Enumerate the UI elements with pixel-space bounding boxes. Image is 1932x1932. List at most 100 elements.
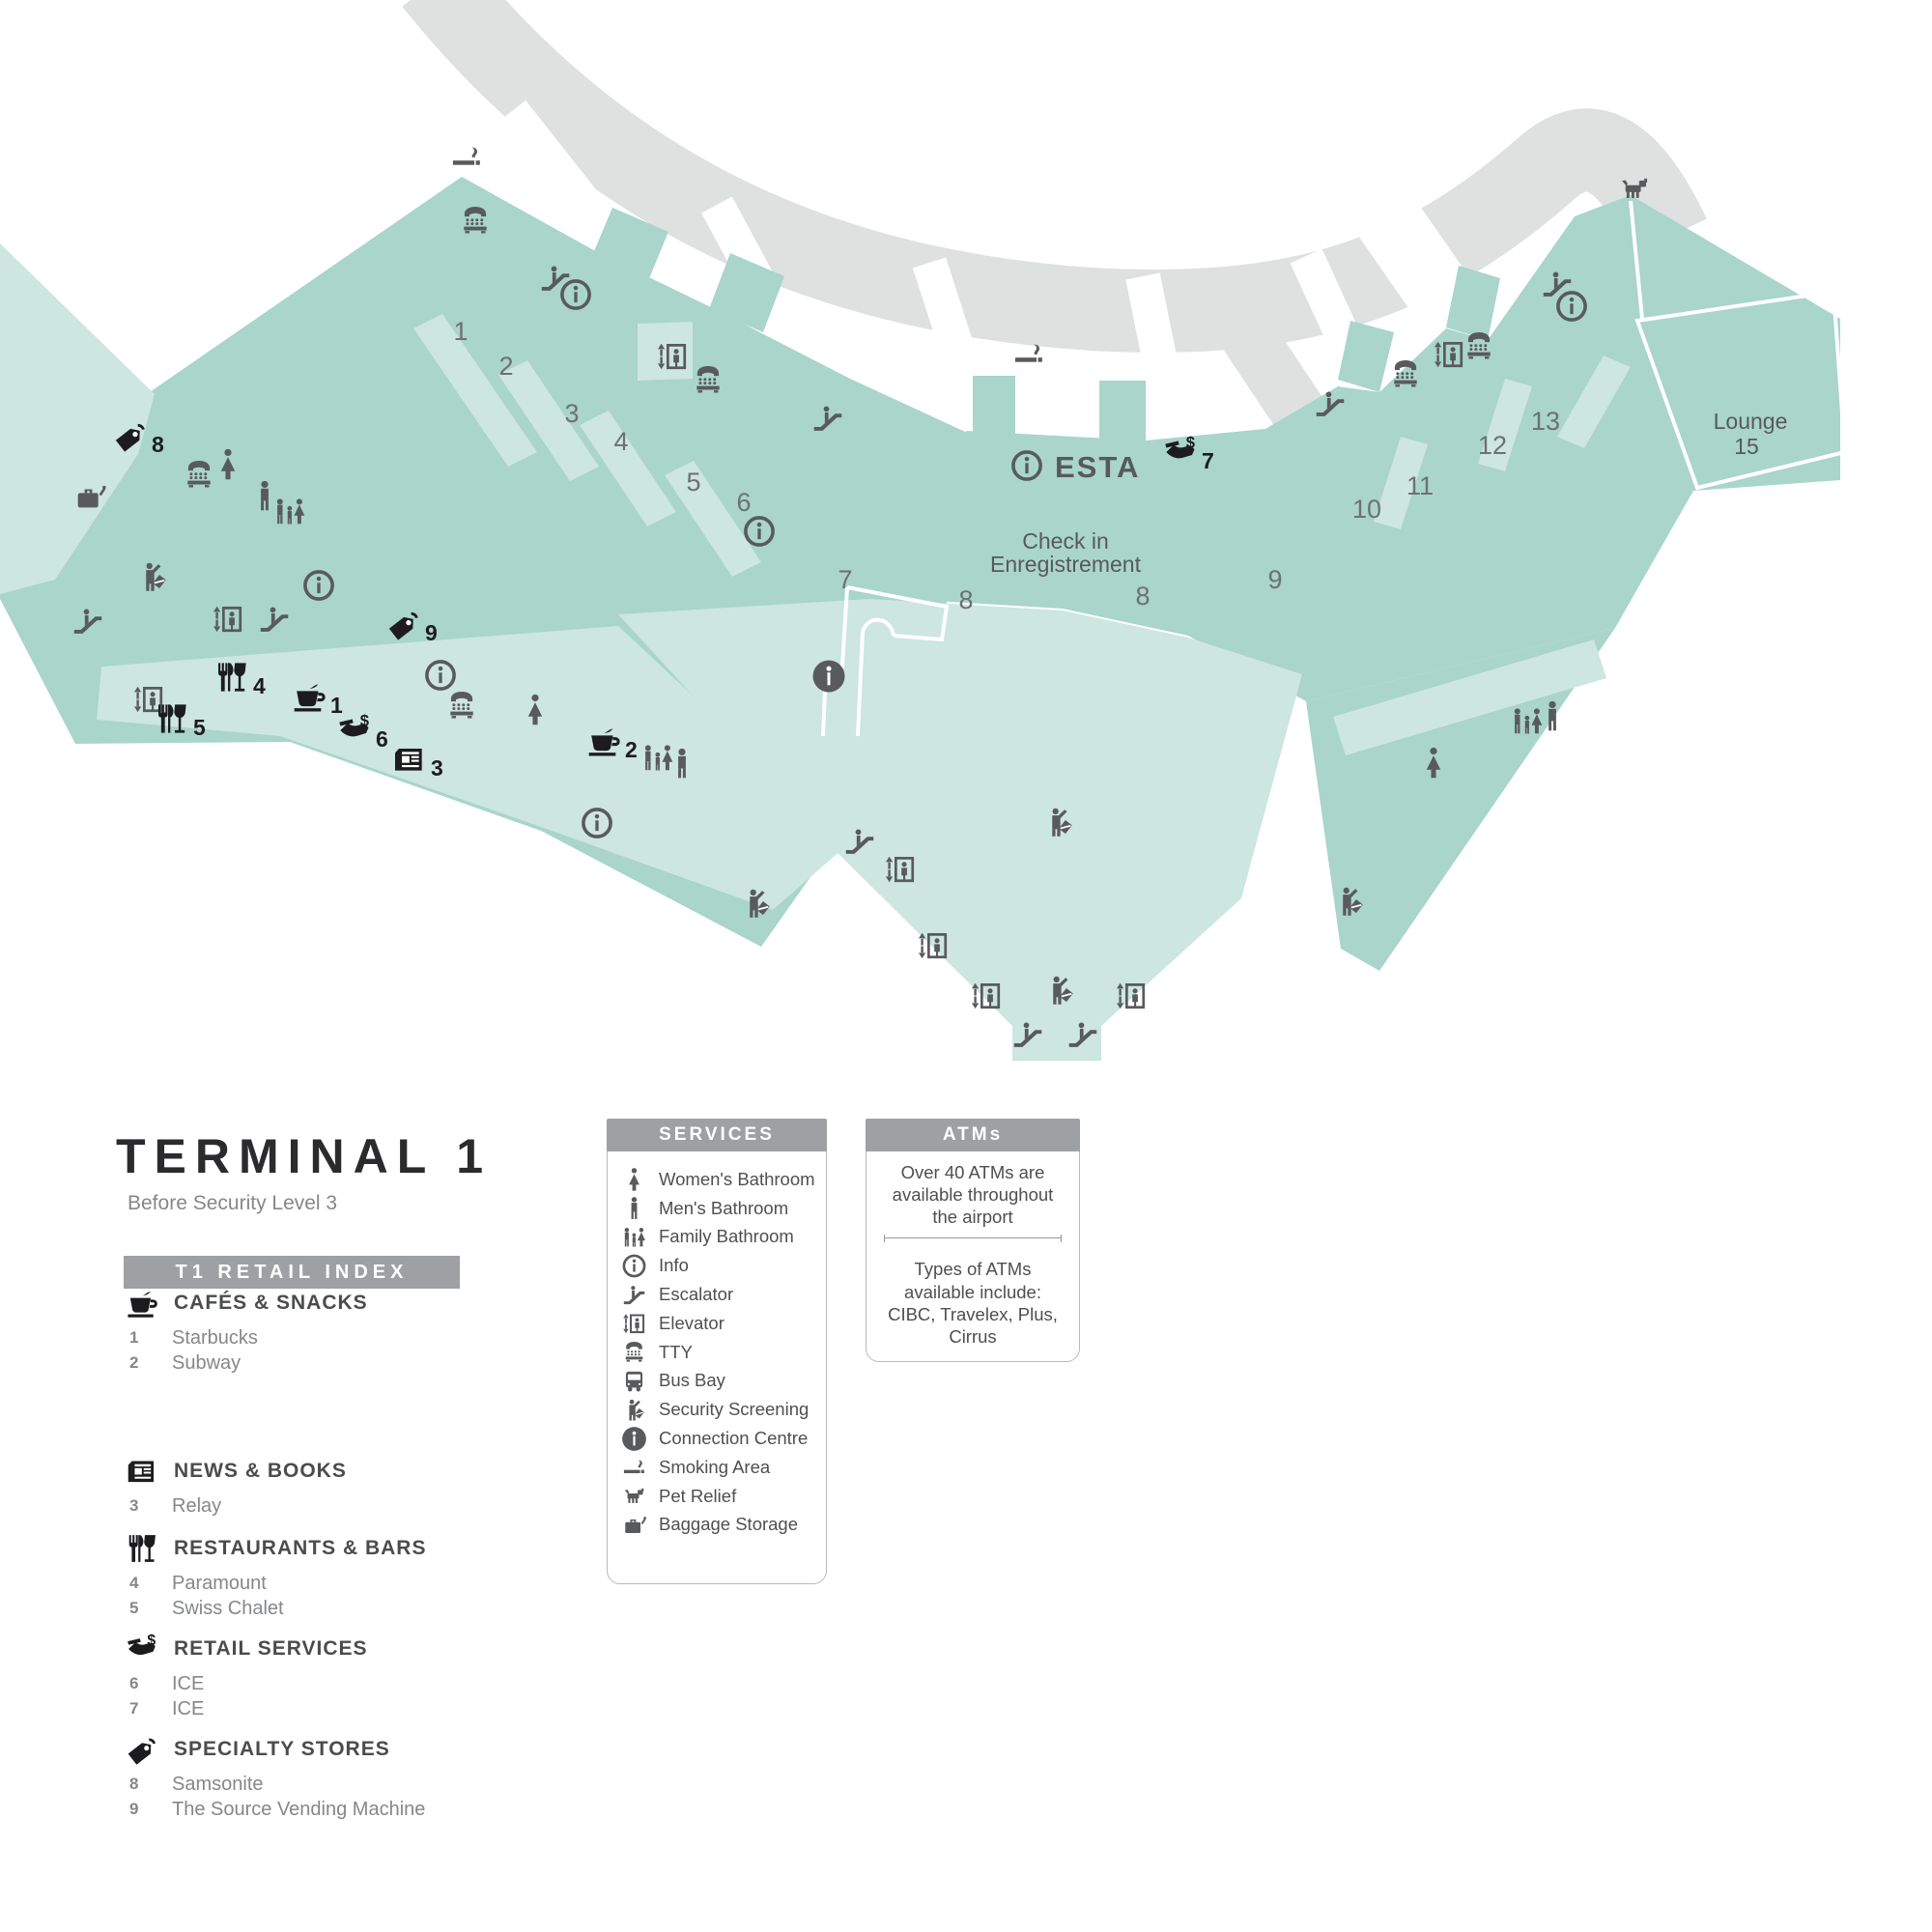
info-icon (621, 1253, 647, 1279)
retail-group-title: RETAIL SERVICES (174, 1637, 368, 1660)
map-zone-number: 9 (1267, 565, 1282, 594)
page-title: TERMINAL 1 (116, 1129, 493, 1183)
retail-group-header: CAFÉS & SNACKS (124, 1287, 529, 1320)
retail-item-name: Paramount (172, 1572, 267, 1594)
service-label: Pet Relief (659, 1485, 737, 1506)
map-zone-number: 5 (686, 468, 700, 497)
baggage-storage-icon (621, 1512, 647, 1538)
retail-item-name: ICE (172, 1672, 205, 1694)
retail-services-icon (124, 1631, 160, 1667)
service-label: Baggage Storage (659, 1514, 799, 1535)
checkin-label-fr: Enregistrement (990, 552, 1142, 577)
service-row: Baggage Storage (621, 1511, 816, 1540)
retail-item-number: 2 (129, 1353, 139, 1372)
smoking-icon (1014, 344, 1042, 362)
retail-item-number: 6 (129, 1674, 139, 1692)
map-zone-number: 8 (958, 585, 973, 614)
service-label: Family Bathroom (659, 1226, 794, 1247)
terminal-map: $ (0, 0, 1848, 1061)
service-row: Escalator (621, 1280, 816, 1309)
service-label: Escalator (659, 1284, 734, 1305)
service-row: Bus Bay (621, 1367, 816, 1396)
service-label: Connection Centre (659, 1428, 809, 1449)
service-row: Elevator (621, 1309, 816, 1338)
service-row: Men's Bathroom (621, 1194, 816, 1223)
service-label: Women's Bathroom (659, 1168, 815, 1189)
service-label: Info (659, 1255, 689, 1276)
retail-group-title: NEWS & BOOKS (174, 1460, 347, 1482)
map-zone-number: 2 (498, 352, 513, 381)
left-light-wedge (0, 243, 155, 594)
retail-item: 2 Subway (124, 1350, 529, 1376)
retail-group-title: CAFÉS & SNACKS (174, 1292, 368, 1314)
elevator-icon (621, 1310, 647, 1336)
retail-item-name: ICE (172, 1697, 205, 1719)
map-retail-number: 8 (152, 432, 164, 457)
security-screening-icon (621, 1397, 647, 1423)
connection-centre-icon (621, 1426, 647, 1452)
map-retail-number: 9 (425, 620, 438, 645)
map-zone-number: 13 (1531, 407, 1560, 436)
service-label: Smoking Area (659, 1456, 771, 1477)
lounge-number: 15 (1734, 434, 1759, 459)
retail-group-header: NEWS & BOOKS (124, 1455, 529, 1488)
map-retail-number: 5 (193, 715, 206, 740)
tty-icon (621, 1339, 647, 1365)
lounge-outline (1634, 289, 1848, 491)
service-label: Men's Bathroom (659, 1197, 789, 1218)
retail-item-number: 3 (129, 1496, 139, 1515)
right-wing-strip (1333, 639, 1606, 755)
retail-item-number: 1 (129, 1328, 139, 1347)
news-icon (395, 749, 422, 771)
retail-item: 9 The Source Vending Machine (124, 1797, 529, 1822)
map-retail-number: 7 (1202, 448, 1214, 473)
bus-bay-icon (621, 1368, 647, 1394)
specialty-tag-icon (124, 1731, 160, 1768)
connection-centre-icon (812, 660, 845, 693)
map-retail-number: 6 (376, 726, 388, 752)
retail-group-header: SPECIALTY STORES (124, 1733, 529, 1766)
atms-panel-title: ATMs (866, 1119, 1080, 1151)
retail-item: 7 ICE (124, 1696, 529, 1721)
atms-panel: ATMs Over 40 ATMs are available througho… (866, 1119, 1080, 1362)
esta-label: ESTA (1055, 450, 1140, 484)
service-label: Elevator (659, 1312, 724, 1333)
news-icon (124, 1453, 160, 1490)
service-row: Security Screening (621, 1395, 816, 1424)
roadway-band (402, 0, 1707, 434)
map-retail-number: 3 (431, 755, 443, 781)
service-label: TTY (659, 1341, 693, 1362)
retail-item-number: 7 (129, 1699, 139, 1718)
page-subtitle: Before Security Level 3 (128, 1192, 338, 1214)
retail-item-name: The Source Vending Machine (172, 1798, 426, 1820)
atms-availability-text: Over 40 ATMs are available throughout th… (892, 1162, 1054, 1228)
atms-types-text: Types of ATMs available include: CIBC, T… (888, 1259, 1058, 1347)
retail-index-header: T1 RETAIL INDEX (124, 1256, 460, 1289)
retail-group-title: SPECIALTY STORES (174, 1738, 390, 1760)
left-arm-lower-band (97, 626, 850, 910)
retail-item-name: Subway (172, 1351, 242, 1374)
service-row: TTY (621, 1338, 816, 1367)
map-zone-number: 11 (1406, 471, 1434, 500)
retail-item-number: 9 (129, 1800, 139, 1818)
retail-item: 6 ICE (124, 1671, 529, 1696)
service-row: Info (621, 1251, 816, 1280)
restaurants-icon (124, 1530, 160, 1567)
map-zone-number: 7 (838, 565, 852, 594)
retail-group-header: RESTAURANTS & BARS (124, 1532, 529, 1565)
smoking-icon (452, 147, 480, 165)
retail-item-name: Swiss Chalet (172, 1597, 284, 1619)
escalator-icon (621, 1282, 647, 1308)
service-row: Smoking Area (621, 1453, 816, 1482)
mens-bathroom-icon (621, 1195, 647, 1221)
